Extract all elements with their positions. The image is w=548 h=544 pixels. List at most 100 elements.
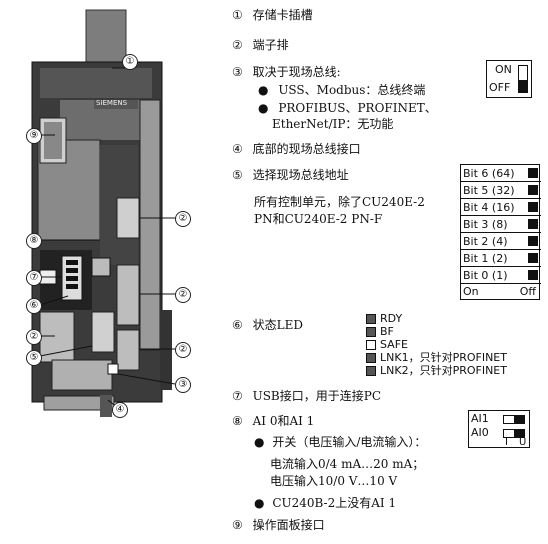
device-illustration: SIEMENS ① ⑨ ⑧ ⑦ ⑥ ② ⑤ ② ② ② ③ ④ <box>0 0 200 540</box>
bit-4-row: Bit 4 (16) <box>461 199 541 216</box>
bullet-text: PROFIBUS、PROFINET、 <box>278 101 437 115</box>
item-number: ③ <box>232 65 243 79</box>
item-text: 选择现场总线地址 <box>252 168 349 182</box>
item-text: USB接口，用于连接PC <box>252 389 382 403</box>
item-text: 取决于现场总线: <box>252 65 341 79</box>
brand-label: SIEMENS <box>96 99 128 107</box>
callout-3: ③ <box>175 377 191 393</box>
bit-on-label: On <box>463 285 479 298</box>
item-text: 端子排 <box>252 38 289 52</box>
callout-2-middle: ② <box>175 287 191 303</box>
item-text: AI 0和AI 1 <box>252 414 315 428</box>
item-4: ④ 底部的现场总线接口 <box>232 142 361 156</box>
bit-6-row: Bit 6 (64) <box>461 165 541 182</box>
callout-7: ⑦ <box>26 270 42 286</box>
item-number: ⑦ <box>232 389 243 403</box>
callout-4: ④ <box>112 402 128 418</box>
ai-switch: AI1 AI0 I U <box>468 410 530 448</box>
bit-0-row: Bit 0 (1) <box>461 267 541 284</box>
ai-i-label: I <box>505 437 508 448</box>
bullet-icon: ● <box>258 83 269 97</box>
item-number: ② <box>232 38 243 52</box>
callout-2-left: ② <box>26 329 42 345</box>
ai1-label: AI1 <box>471 412 489 425</box>
bus-termination-switch: ON OFF <box>486 60 532 98</box>
led-safe-label: SAFE <box>380 338 408 351</box>
led-lnk1 <box>366 353 376 363</box>
item-5-line-2: PN和CU240E-2 PN-F <box>254 212 383 226</box>
bit-5-switch <box>528 185 538 195</box>
address-switch: Bit 6 (64) Bit 5 (32) Bit 4 (16) Bit 3 (… <box>460 164 541 300</box>
item-8-bullet-1: ● 开关（电压输入/电流输入）： <box>254 435 426 449</box>
callout-2-lower: ② <box>175 342 191 358</box>
status-leds: RDY BF SAFE LNK1，只针对PROFINET LNK2，只针对PRO… <box>366 312 536 378</box>
callout-8: ⑧ <box>26 233 42 249</box>
item-8-line-3: 电压输入10/0 V…10 V <box>270 474 398 488</box>
switch-knob <box>519 80 527 92</box>
item-3-bullet-1: ● USS、Modbus：总线终端 <box>258 83 425 97</box>
bit-1-switch <box>528 253 538 263</box>
bullet-text: 开关（电压输入/电流输入）： <box>272 435 427 449</box>
control-unit-drawing <box>31 9 172 417</box>
bit-5-row: Bit 5 (32) <box>461 182 541 199</box>
led-lnk2-label: LNK2，只针对PROFINET <box>380 364 507 377</box>
bullet-icon: ● <box>258 101 269 115</box>
item-number: ⑤ <box>232 168 243 182</box>
item-3-bullet-2-cont: EtherNet/IP：无功能 <box>272 117 394 131</box>
ai0-label: AI0 <box>471 426 489 439</box>
led-bf <box>366 327 376 337</box>
switch-off-label: OFF <box>489 81 511 94</box>
item-8: ⑧ AI 0和AI 1 <box>232 414 314 428</box>
bit-2-row: Bit 2 (4) <box>461 233 541 250</box>
bit-off-label: Off <box>519 285 536 298</box>
bit-6-switch <box>528 168 538 178</box>
bullet-text: CU240B-2上没有AI 1 <box>272 496 397 510</box>
item-5-line-1: 所有控制单元，除了CU240E-2 <box>254 195 425 209</box>
callout-6: ⑥ <box>26 298 42 314</box>
bit-3-switch <box>528 219 538 229</box>
leader-lines <box>39 67 176 409</box>
led-lnk1-label: LNK1，只针对PROFINET <box>380 351 507 364</box>
led-bf-label: BF <box>380 325 394 338</box>
item-2: ② 端子排 <box>232 38 289 52</box>
bit-2-switch <box>528 236 538 246</box>
item-3-bullet-2: ● PROFIBUS、PROFINET、 <box>258 101 437 115</box>
switch-on-label: ON <box>495 63 512 76</box>
led-lnk2 <box>366 366 376 376</box>
switch-slot <box>518 65 528 93</box>
item-text: 状态LED <box>252 318 303 332</box>
bullet-text: USS、Modbus：总线终端 <box>278 83 426 97</box>
item-8-line-2: 电流输入0/4 mA…20 mA； <box>270 457 425 471</box>
item-text: 底部的现场总线接口 <box>252 142 361 156</box>
bit-0-switch <box>528 270 538 280</box>
callout-9: ⑨ <box>26 128 42 144</box>
item-number: ⑨ <box>232 518 243 532</box>
ai1-slot <box>503 415 525 424</box>
callout-5: ⑤ <box>26 350 42 366</box>
ai0-knob <box>514 430 524 437</box>
ai0-slot <box>503 429 525 438</box>
led-rdy <box>366 314 376 324</box>
bullet-icon: ● <box>254 435 265 449</box>
bullet-icon: ● <box>254 496 265 510</box>
ai-u-label: U <box>519 437 527 448</box>
item-9: ⑨ 操作面板接口 <box>232 518 325 532</box>
bit-1-row: Bit 1 (2) <box>461 250 541 267</box>
ai1-knob <box>514 416 524 423</box>
item-text: 操作面板接口 <box>252 518 325 532</box>
item-number: ⑥ <box>232 318 243 332</box>
item-text: 存储卡插槽 <box>252 8 313 22</box>
item-5: ⑤ 选择现场总线地址 <box>232 168 349 182</box>
bit-3-row: Bit 3 (8) <box>461 216 541 233</box>
led-safe <box>366 340 376 350</box>
led-rdy-label: RDY <box>380 312 403 325</box>
item-number: ① <box>232 8 243 22</box>
bit-4-switch <box>528 202 538 212</box>
item-7: ⑦ USB接口，用于连接PC <box>232 389 381 403</box>
item-3: ③ 取决于现场总线: <box>232 65 341 79</box>
callout-1: ① <box>122 54 138 70</box>
item-number: ④ <box>232 142 243 156</box>
item-number: ⑧ <box>232 414 243 428</box>
item-8-bullet-2: ● CU240B-2上没有AI 1 <box>254 496 396 510</box>
item-6: ⑥ 状态LED <box>232 318 303 332</box>
